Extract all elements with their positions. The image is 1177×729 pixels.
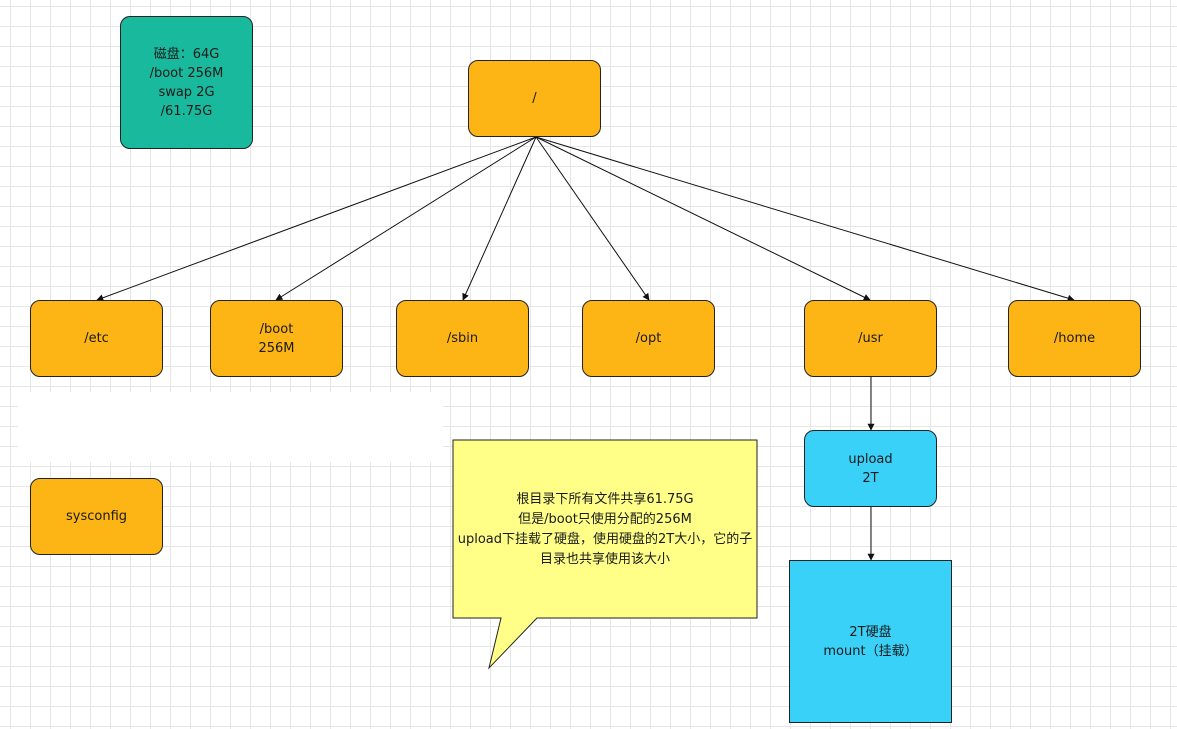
note-line: 但是/boot只使用分配的256M	[518, 512, 692, 527]
dir-node-boot[interactable]: /boot 256M	[210, 300, 343, 377]
sysconfig-label: sysconfig	[65, 509, 128, 524]
note-callout-shape	[452, 439, 758, 670]
dir-label-usr: /usr	[858, 331, 883, 346]
upload-size: 2T	[862, 470, 879, 486]
dir-node-usr[interactable]: /usr	[804, 300, 937, 377]
mount-disk-node[interactable]: 2T硬盘 mount（挂载）	[789, 560, 952, 723]
dir-label-sbin: /sbin	[446, 331, 479, 346]
edge-root-sbin	[462, 136, 537, 301]
dir-node-opt[interactable]: /opt	[582, 300, 715, 377]
disk-info-line: /61.75G	[160, 103, 213, 119]
mount-disk-desc: mount（挂载）	[823, 643, 918, 659]
disk-info-line: swap 2G	[158, 84, 215, 100]
dir-node-home[interactable]: /home	[1008, 300, 1141, 377]
disk-info-line: 磁盘：64G	[153, 46, 220, 62]
grid-gap-area	[18, 392, 443, 462]
dir-node-sbin[interactable]: /sbin	[396, 300, 529, 377]
root-dir-label: /	[532, 91, 537, 106]
edge-root-etc	[96, 136, 537, 302]
edge-root-usr	[535, 136, 871, 301]
dir-label-opt: /opt	[635, 331, 662, 346]
dir-size-boot: 256M	[258, 340, 295, 356]
edge-root-boot	[275, 136, 537, 301]
note-line: 目录也共享使用该大小	[539, 552, 670, 567]
root-dir-node[interactable]: /	[468, 60, 601, 137]
edge-root-home	[535, 136, 1075, 302]
note-line: 根目录下所有文件共享61.75G	[516, 492, 694, 507]
upload-label: upload	[848, 451, 893, 467]
note-text[interactable]: 根目录下所有文件共享61.75G 但是/boot只使用分配的256M uploa…	[453, 490, 757, 570]
dir-label-boot: /boot	[259, 321, 294, 337]
sysconfig-node[interactable]: sysconfig	[30, 478, 163, 555]
note-line: upload下挂载了硬盘，使用硬盘的2T大小，它的子	[457, 532, 753, 547]
upload-node[interactable]: upload 2T	[804, 430, 937, 507]
dir-label-etc: /etc	[84, 331, 109, 346]
disk-info-box[interactable]: 磁盘：64G /boot 256M swap 2G /61.75G	[120, 16, 253, 149]
dir-node-etc[interactable]: /etc	[30, 300, 163, 377]
dir-label-home: /home	[1053, 331, 1096, 346]
mount-disk-label: 2T硬盘	[849, 624, 892, 640]
edge-root-opt	[535, 136, 650, 301]
disk-info-line: /boot 256M	[149, 65, 224, 81]
